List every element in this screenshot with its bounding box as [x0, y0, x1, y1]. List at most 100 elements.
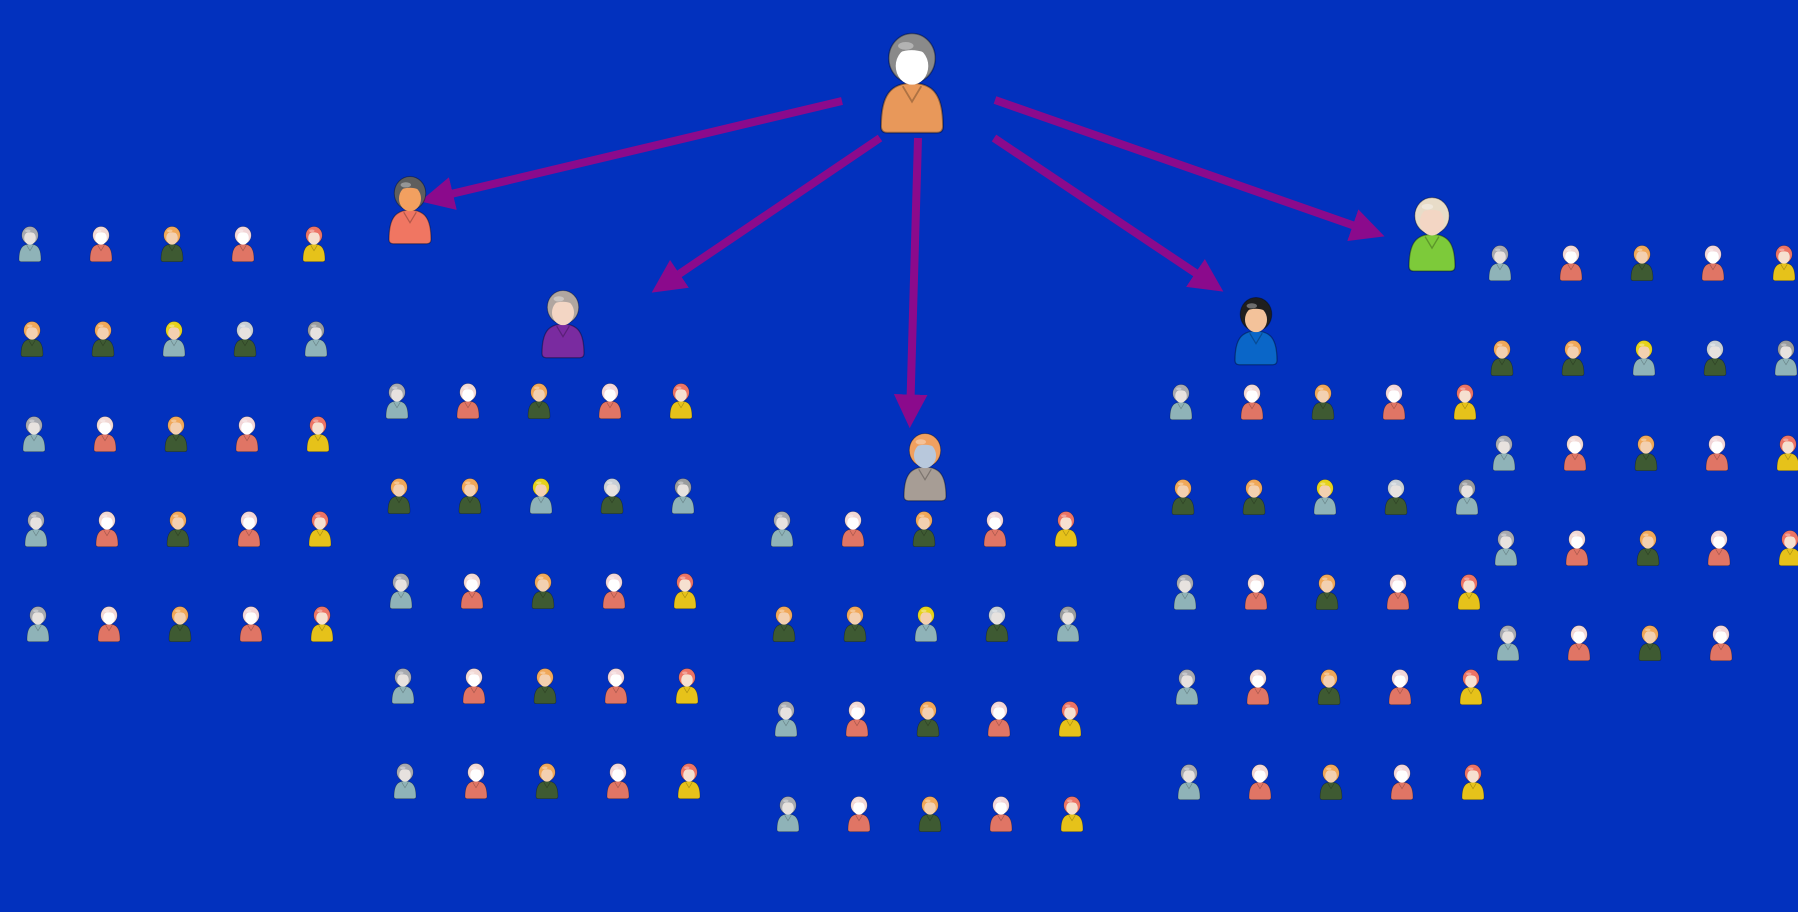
branch-4-crowd-person-icon	[1170, 385, 1192, 420]
branch-3-crowd-person-icon	[984, 512, 1006, 547]
branch-4-crowd-person-icon	[1176, 670, 1198, 705]
arrow-to-branch-3	[910, 138, 918, 418]
branch-4-crowd-person-icon	[1249, 765, 1271, 800]
branch-2-crowd-person-icon	[390, 574, 412, 609]
branch-4-crowd-person-icon	[1312, 385, 1334, 420]
branch-1-crowd-person-icon	[305, 322, 327, 357]
branch-4-crowd-person-icon	[1385, 480, 1407, 515]
branch-2-crowd-person-icon	[678, 764, 700, 799]
branch-1-crowd-person-icon	[311, 607, 333, 642]
branch-2-crowd-person-icon	[394, 764, 416, 799]
branch-1-crowd-person-icon	[303, 227, 325, 262]
branch-3-crowd-person-icon	[771, 512, 793, 547]
branch-2-crowd-person-icon	[459, 479, 481, 514]
branch-1-crowd-person-icon	[236, 417, 258, 452]
branch-3-crowd-person-icon	[1055, 512, 1077, 547]
branch-2-crowd-person-icon	[465, 764, 487, 799]
branch-3-crowd-person-icon	[1061, 797, 1083, 832]
arrow-to-branch-1	[430, 101, 842, 199]
branch-3-crowd-person-icon	[915, 607, 937, 642]
branch-4-crowd-person-icon	[1316, 575, 1338, 610]
branch-2-crowd-person-icon	[528, 384, 550, 419]
branch-2-crowd-person-icon	[672, 479, 694, 514]
branch-2-crowd-person-icon	[457, 384, 479, 419]
branch-5-crowd-person-icon	[1637, 531, 1659, 566]
branch-4-crowd-person-icon	[1454, 385, 1476, 420]
branch-2-crowd-person-icon	[534, 669, 556, 704]
branch-5-crowd	[1489, 246, 1798, 661]
branch-2-crowd-person-icon	[603, 574, 625, 609]
branch-4-crowd-person-icon	[1318, 670, 1340, 705]
branch-4-crowd-person-icon	[1389, 670, 1411, 705]
branch-1-crowd-person-icon	[240, 607, 262, 642]
branch-2-crowd-person-icon	[676, 669, 698, 704]
branch-1-crowd-person-icon	[169, 607, 191, 642]
branch-1-crowd-person-icon	[309, 512, 331, 547]
branch-5-crowd-person-icon	[1493, 436, 1515, 471]
branch-1-leader-icon	[389, 177, 431, 244]
branch-5-crowd-person-icon	[1704, 341, 1726, 376]
branch-1-crowd-person-icon	[98, 607, 120, 642]
branch-4-crowd-person-icon	[1247, 670, 1269, 705]
branch-5-crowd-person-icon	[1491, 341, 1513, 376]
branch-3-crowd-person-icon	[842, 512, 864, 547]
branch-5-crowd-person-icon	[1779, 531, 1798, 566]
arrow-to-branch-5	[995, 100, 1375, 233]
branch-5-crowd-person-icon	[1631, 246, 1653, 281]
branch-2-crowd-person-icon	[536, 764, 558, 799]
branch-1-crowd-person-icon	[21, 322, 43, 357]
branch-2-crowd-person-icon	[601, 479, 623, 514]
branch-5-leader-icon	[1409, 198, 1455, 272]
branch-3-crowd-person-icon	[844, 607, 866, 642]
branch-1-crowd	[19, 227, 333, 642]
branch-4-crowd-person-icon	[1387, 575, 1409, 610]
branch-4-crowd-person-icon	[1458, 575, 1480, 610]
branch-1-crowd-person-icon	[163, 322, 185, 357]
branch-5-crowd-person-icon	[1710, 626, 1732, 661]
branch-4-crowd-person-icon	[1462, 765, 1484, 800]
branch-1-crowd-person-icon	[167, 512, 189, 547]
branch-3-crowd-person-icon	[990, 797, 1012, 832]
branch-3-crowd	[771, 512, 1083, 832]
arrow-to-branch-2	[660, 138, 880, 287]
branch-3-crowd-person-icon	[773, 607, 795, 642]
branch-5-crowd-person-icon	[1562, 341, 1584, 376]
branch-3-crowd-person-icon	[1059, 702, 1081, 737]
branch-1-crowd-person-icon	[92, 322, 114, 357]
branch-1-crowd-person-icon	[307, 417, 329, 452]
arrow-to-branch-4	[994, 138, 1215, 286]
branch-1-crowd-person-icon	[25, 512, 47, 547]
branch-5-crowd-person-icon	[1564, 436, 1586, 471]
branch-5-crowd-person-icon	[1773, 246, 1795, 281]
branch-5-crowd-person-icon	[1706, 436, 1728, 471]
branch-2-crowd-person-icon	[605, 669, 627, 704]
branch-2-crowd-person-icon	[674, 574, 696, 609]
branch-5-crowd-person-icon	[1777, 436, 1798, 471]
branch-5-crowd-person-icon	[1497, 626, 1519, 661]
branch-1-crowd-person-icon	[238, 512, 260, 547]
branch-3-crowd-person-icon	[988, 702, 1010, 737]
branch-5-crowd-person-icon	[1708, 531, 1730, 566]
branch-5-crowd-person-icon	[1702, 246, 1724, 281]
branch-3-crowd-person-icon	[777, 797, 799, 832]
branch-3-leader-icon	[904, 434, 946, 501]
branch-2-crowd-person-icon	[386, 384, 408, 419]
branch-4-crowd-person-icon	[1241, 385, 1263, 420]
branch-4-crowd-person-icon	[1320, 765, 1342, 800]
branch-4-crowd-person-icon	[1383, 385, 1405, 420]
branch-5-crowd-person-icon	[1568, 626, 1590, 661]
people-layer	[19, 34, 1798, 832]
root-person-icon	[881, 34, 943, 133]
arrows-layer	[430, 100, 1375, 418]
branch-3-crowd-person-icon	[986, 607, 1008, 642]
branch-3-crowd-person-icon	[848, 797, 870, 832]
branch-5-crowd-person-icon	[1489, 246, 1511, 281]
branch-3-crowd-person-icon	[919, 797, 941, 832]
branch-5-crowd-person-icon	[1635, 436, 1657, 471]
branch-3-crowd-person-icon	[775, 702, 797, 737]
branch-4-crowd-person-icon	[1172, 480, 1194, 515]
branch-1-crowd-person-icon	[19, 227, 41, 262]
branch-1-crowd-person-icon	[23, 417, 45, 452]
